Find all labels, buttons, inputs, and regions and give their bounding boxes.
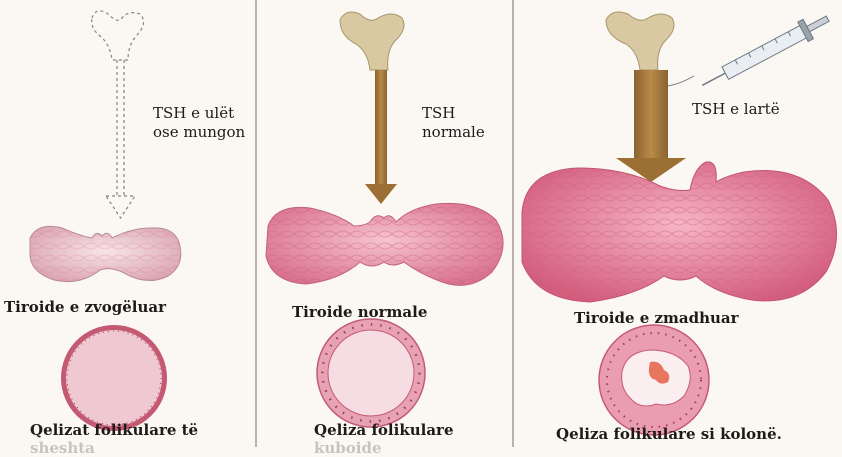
tsh-label-low-line1: TSH e ulët	[153, 104, 245, 123]
follicle-flat	[61, 325, 167, 431]
tsh-label-high: TSH e lartë	[692, 100, 780, 119]
cell-label-columnar: Qeliza folikulare si kolonë.	[556, 425, 782, 443]
thyroid-enlarged	[522, 162, 837, 302]
cell-label-cuboidal-line1: Qeliza folikulare	[314, 421, 453, 439]
tsh-label-normal: TSH normale	[422, 104, 485, 142]
injection-line	[668, 76, 694, 86]
follicle-cuboidal	[317, 319, 425, 427]
tsh-arrow-dashed	[106, 60, 135, 218]
pituitary-high	[606, 12, 674, 70]
thyroid-label-enlarged: Tiroide e zmadhuar	[574, 309, 739, 327]
pituitary-normal	[340, 12, 404, 70]
thyroid-normal	[266, 203, 503, 285]
thyroid-label-small: Tiroide e zvogëluar	[4, 298, 166, 316]
tsh-label-normal-line1: TSH	[422, 104, 485, 123]
pituitary-outline-low	[92, 11, 144, 60]
tsh-label-low: TSH e ulët ose mungon	[153, 104, 245, 142]
thyroid-label-normal: Tiroide normale	[292, 303, 427, 321]
cell-label-cuboidal-line2: kuboide	[314, 439, 453, 457]
cell-label-flat: Qelizat folikulare të sheshta	[30, 421, 198, 457]
tsh-arrow-high	[616, 70, 686, 182]
cell-label-cuboidal: Qeliza folikulare kuboide	[314, 421, 453, 457]
thyroid-small	[30, 226, 181, 281]
cell-label-flat-line1: Qelizat folikulare të	[30, 421, 198, 439]
tsh-label-low-line2: ose mungon	[153, 123, 245, 142]
tsh-arrow-normal	[365, 70, 397, 204]
syringe-icon	[697, 9, 833, 95]
cell-label-flat-line2: sheshta	[30, 439, 198, 457]
thyroid-diagram	[0, 0, 842, 447]
tsh-label-normal-line2: normale	[422, 123, 485, 142]
follicle-columnar	[599, 325, 709, 435]
